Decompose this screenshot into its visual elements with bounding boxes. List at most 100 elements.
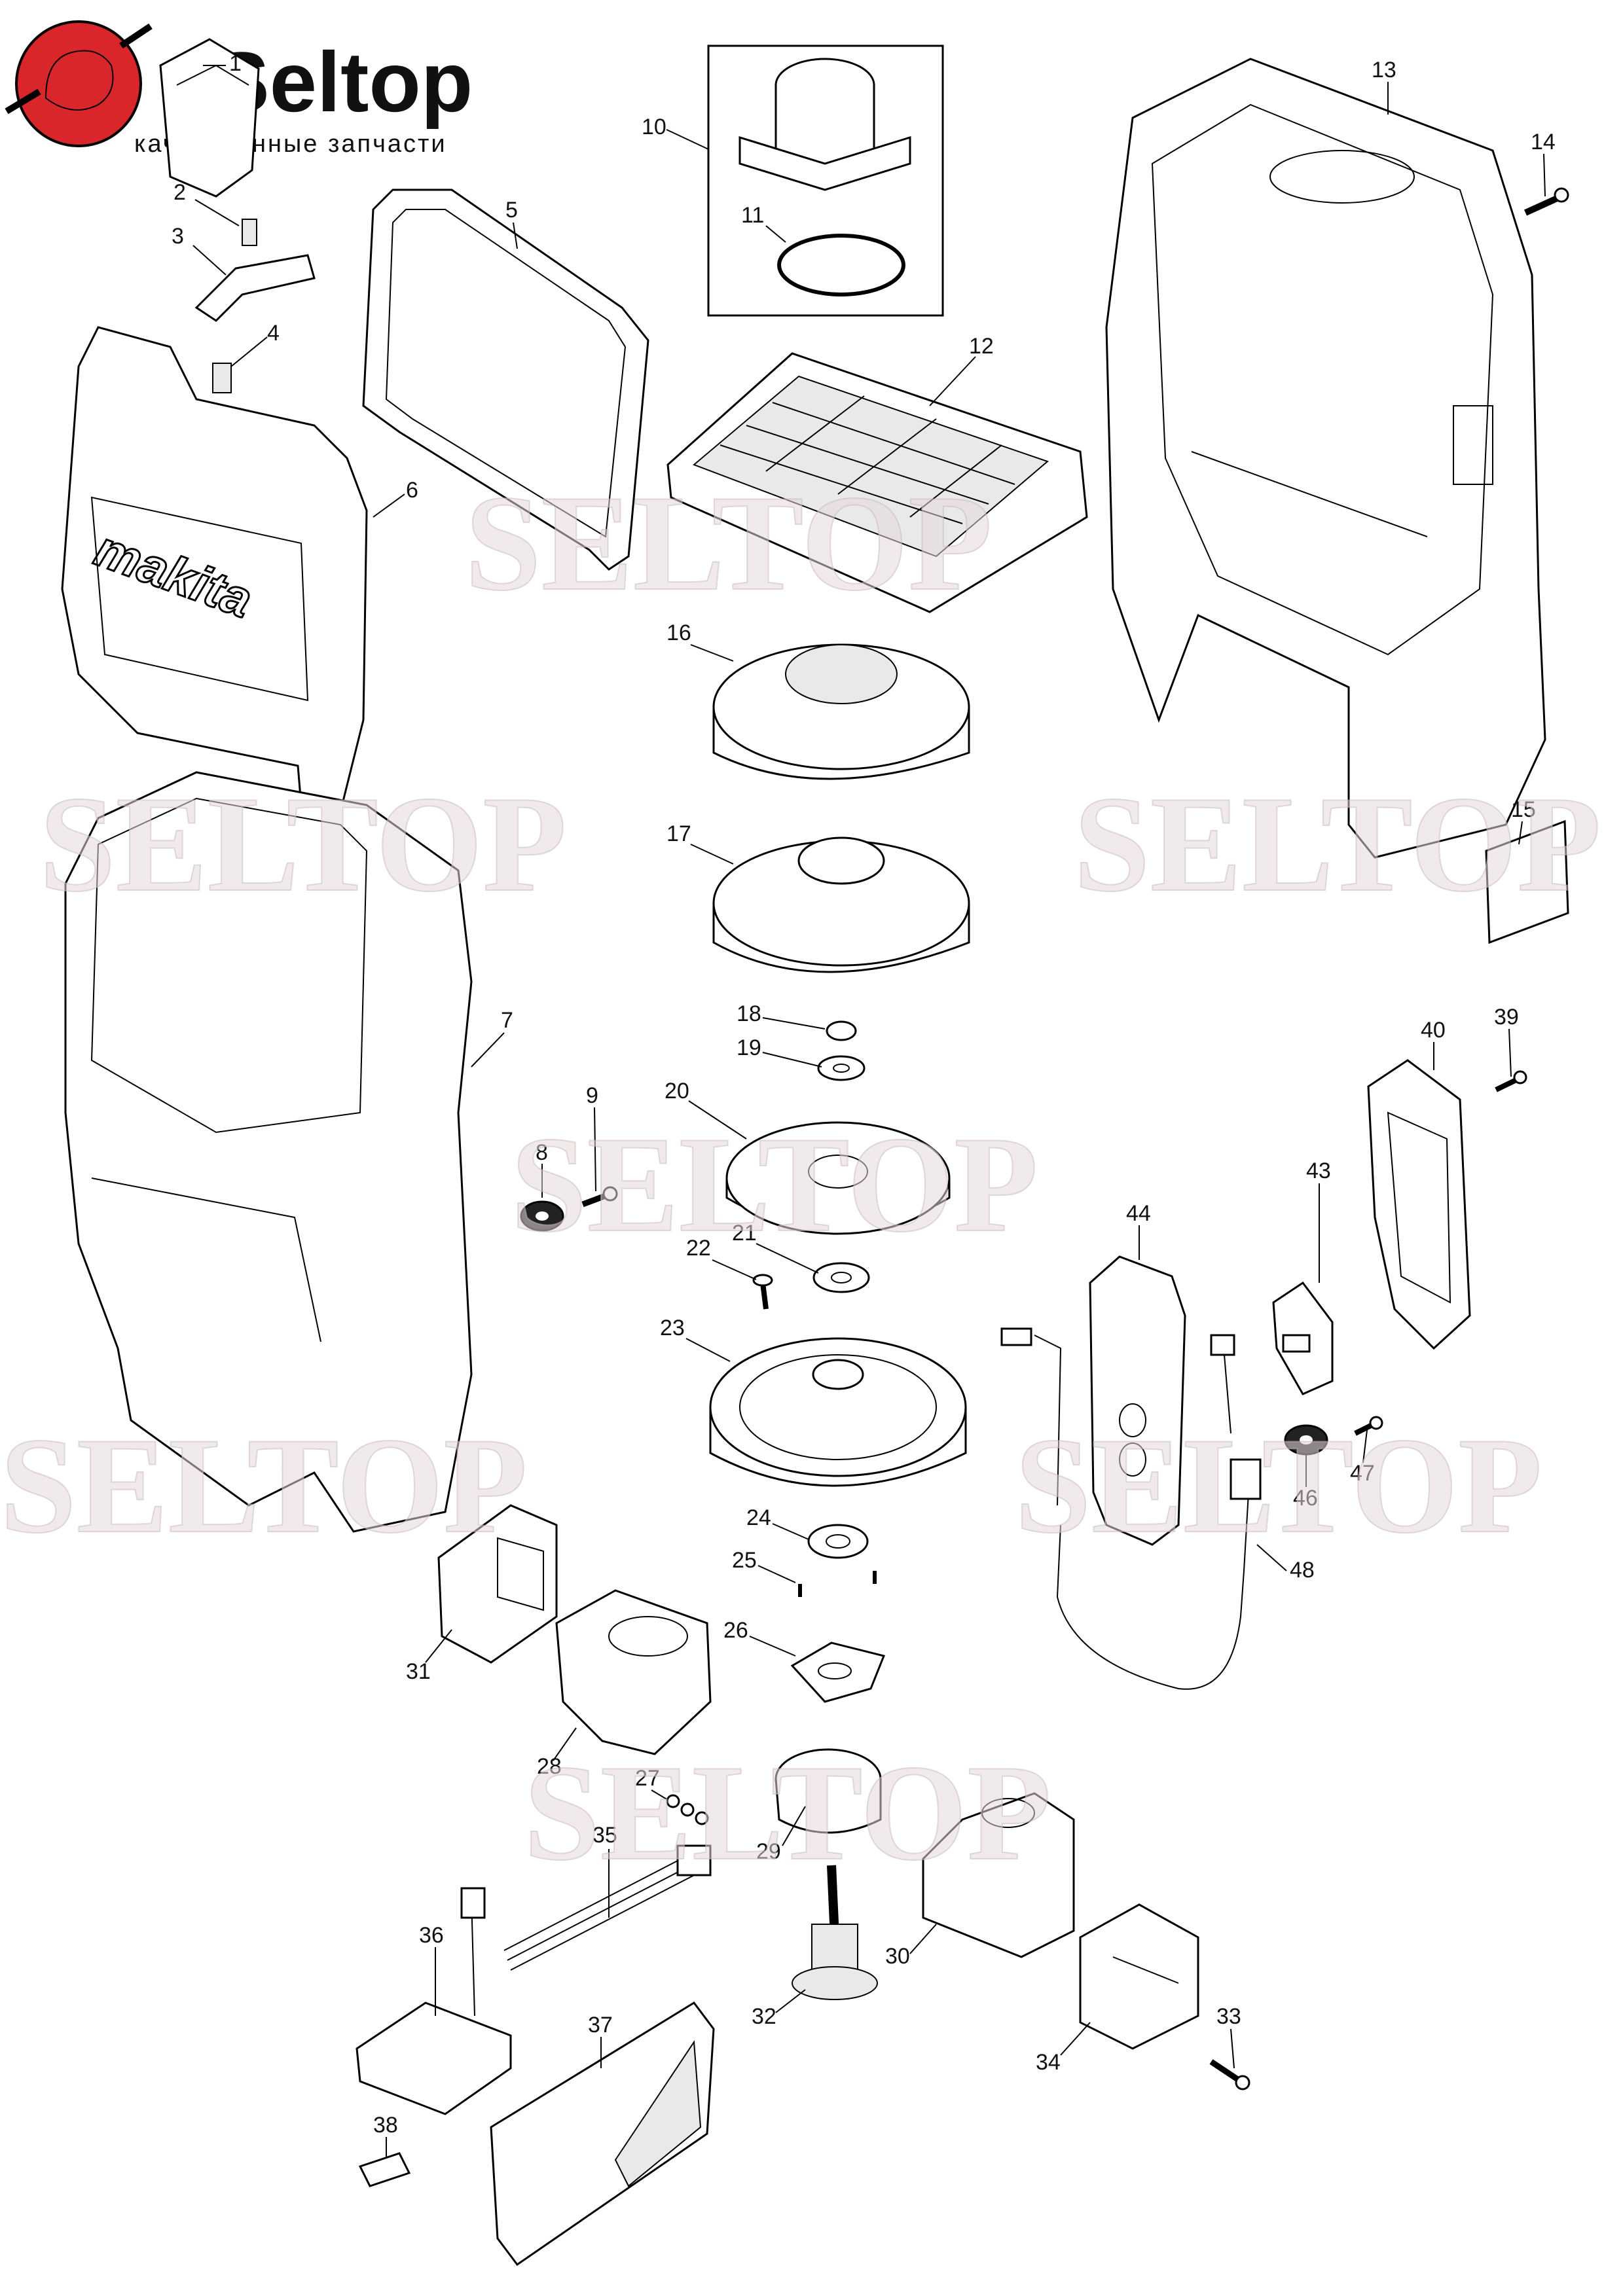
callout-2: 2 — [173, 180, 240, 226]
callout-28: 28 — [537, 1727, 577, 1779]
callout-30: 30 — [885, 1924, 937, 1969]
callout-21: 21 — [732, 1221, 819, 1274]
part-47-screw — [1354, 1416, 1383, 1436]
part-29-brush-holder — [775, 1748, 882, 1834]
svg-text:46: 46 — [1293, 1486, 1318, 1511]
svg-text:10: 10 — [642, 115, 666, 139]
svg-text:12: 12 — [969, 334, 994, 359]
svg-text:15: 15 — [1511, 797, 1536, 822]
callout-13: 13 — [1372, 58, 1396, 115]
svg-text:2: 2 — [173, 180, 186, 205]
svg-text:35: 35 — [593, 1823, 617, 1848]
callout-12: 12 — [929, 334, 994, 406]
callout-43: 43 — [1306, 1158, 1331, 1283]
part-25-screw — [798, 1571, 877, 1597]
callout-44: 44 — [1126, 1201, 1151, 1260]
part-26-gasket-plate — [790, 1641, 886, 1703]
part-2-spring — [242, 219, 257, 246]
part-7-lower-body — [64, 771, 473, 1533]
svg-text:16: 16 — [666, 620, 691, 645]
callout-6: 6 — [373, 478, 418, 518]
part-28-motor-mount — [555, 1589, 712, 1755]
callout-32: 32 — [752, 1989, 806, 2029]
svg-text:34: 34 — [1036, 2050, 1061, 2075]
callout-46: 46 — [1293, 1454, 1318, 1511]
part-38-label — [358, 2152, 411, 2187]
callout-16: 16 — [666, 620, 734, 662]
svg-text:7: 7 — [501, 1008, 513, 1033]
callout-33: 33 — [1216, 2004, 1241, 2069]
callout-38: 38 — [373, 2113, 398, 2157]
svg-text:24: 24 — [746, 1505, 771, 1530]
callout-3: 3 — [172, 224, 227, 276]
part-31-bracket — [437, 1504, 558, 1664]
watermark-7: SELTOP — [524, 1737, 1051, 1889]
svg-text:22: 22 — [686, 1236, 711, 1261]
callout-35: 35 — [593, 1823, 617, 1918]
callout-26: 26 — [723, 1618, 796, 1657]
watermark-3: SELTOP — [1074, 768, 1601, 920]
part-22-screw — [752, 1274, 773, 1310]
part-17-filter-cup — [712, 836, 970, 973]
svg-text:28: 28 — [537, 1754, 562, 1779]
svg-text:1: 1 — [229, 51, 242, 76]
part-44-switch-panel — [1000, 1255, 1235, 1546]
svg-text:39: 39 — [1494, 1005, 1519, 1030]
callout-10: 10 — [642, 115, 709, 150]
callout-1-label: 1 — [229, 51, 242, 76]
svg-text:6: 6 — [406, 478, 418, 503]
callout-39: 39 — [1494, 1005, 1519, 1077]
callout-11: 11 — [741, 203, 786, 243]
part-4-spring — [212, 363, 232, 393]
part-20-impeller — [725, 1121, 951, 1235]
svg-text:8: 8 — [536, 1140, 548, 1165]
callout-34: 34 — [1036, 2022, 1091, 2075]
part-13-main-housing — [1105, 58, 1546, 859]
callout-14: 14 — [1531, 130, 1556, 197]
svg-text:21: 21 — [732, 1221, 757, 1246]
svg-text:13: 13 — [1372, 58, 1396, 82]
part-37-controller-board — [490, 2001, 715, 2267]
svg-text:37: 37 — [588, 2013, 613, 2037]
svg-text:43: 43 — [1306, 1158, 1331, 1183]
callout-29: 29 — [756, 1806, 806, 1864]
part-43-circuit-board — [1272, 1281, 1334, 1395]
watermark-6: SELTOP — [1015, 1410, 1542, 1562]
svg-text:33: 33 — [1216, 2004, 1241, 2029]
svg-text:3: 3 — [172, 224, 184, 249]
callout-7: 7 — [471, 1008, 513, 1067]
part-21-washer — [812, 1262, 870, 1293]
callout-24: 24 — [746, 1505, 809, 1540]
part-1-latch — [159, 38, 260, 198]
svg-text:29: 29 — [756, 1839, 781, 1864]
svg-text:36: 36 — [419, 1923, 444, 1948]
svg-text:4: 4 — [267, 321, 280, 346]
part-18-nut — [826, 1020, 857, 1041]
callout-4: 4 — [230, 321, 280, 367]
part-40-battery-holder — [1367, 1059, 1471, 1350]
callout-23: 23 — [660, 1316, 731, 1362]
callout-18: 18 — [737, 1001, 826, 1030]
callout-9: 9 — [586, 1083, 598, 1192]
callout-27: 27 — [635, 1766, 668, 1801]
svg-text:31: 31 — [406, 1659, 431, 1684]
part-15-label — [1485, 819, 1569, 944]
part-36-switch-board — [356, 1887, 512, 2115]
part-14-screw — [1523, 187, 1569, 216]
part-23-fan-housing — [709, 1337, 967, 1487]
watermark-4: SELTOP — [511, 1109, 1038, 1261]
watermarks: SELTOP SELTOP SELTOP SELTOP SELTOP SELTO… — [0, 467, 1602, 1890]
svg-text:19: 19 — [737, 1035, 761, 1060]
callout-36: 36 — [419, 1923, 444, 2016]
svg-text:23: 23 — [660, 1316, 685, 1340]
svg-text:20: 20 — [665, 1079, 689, 1103]
part-39-screw — [1495, 1070, 1527, 1092]
part-30-motor-housing — [922, 1792, 1075, 1958]
callout-17: 17 — [666, 821, 734, 865]
part-27-screws — [666, 1794, 709, 1825]
callout-48: 48 — [1256, 1544, 1315, 1583]
part-9-screw — [581, 1186, 618, 1208]
svg-text:25: 25 — [732, 1548, 757, 1573]
part-32-armature — [792, 1865, 878, 2000]
callout-31: 31 — [406, 1629, 452, 1684]
